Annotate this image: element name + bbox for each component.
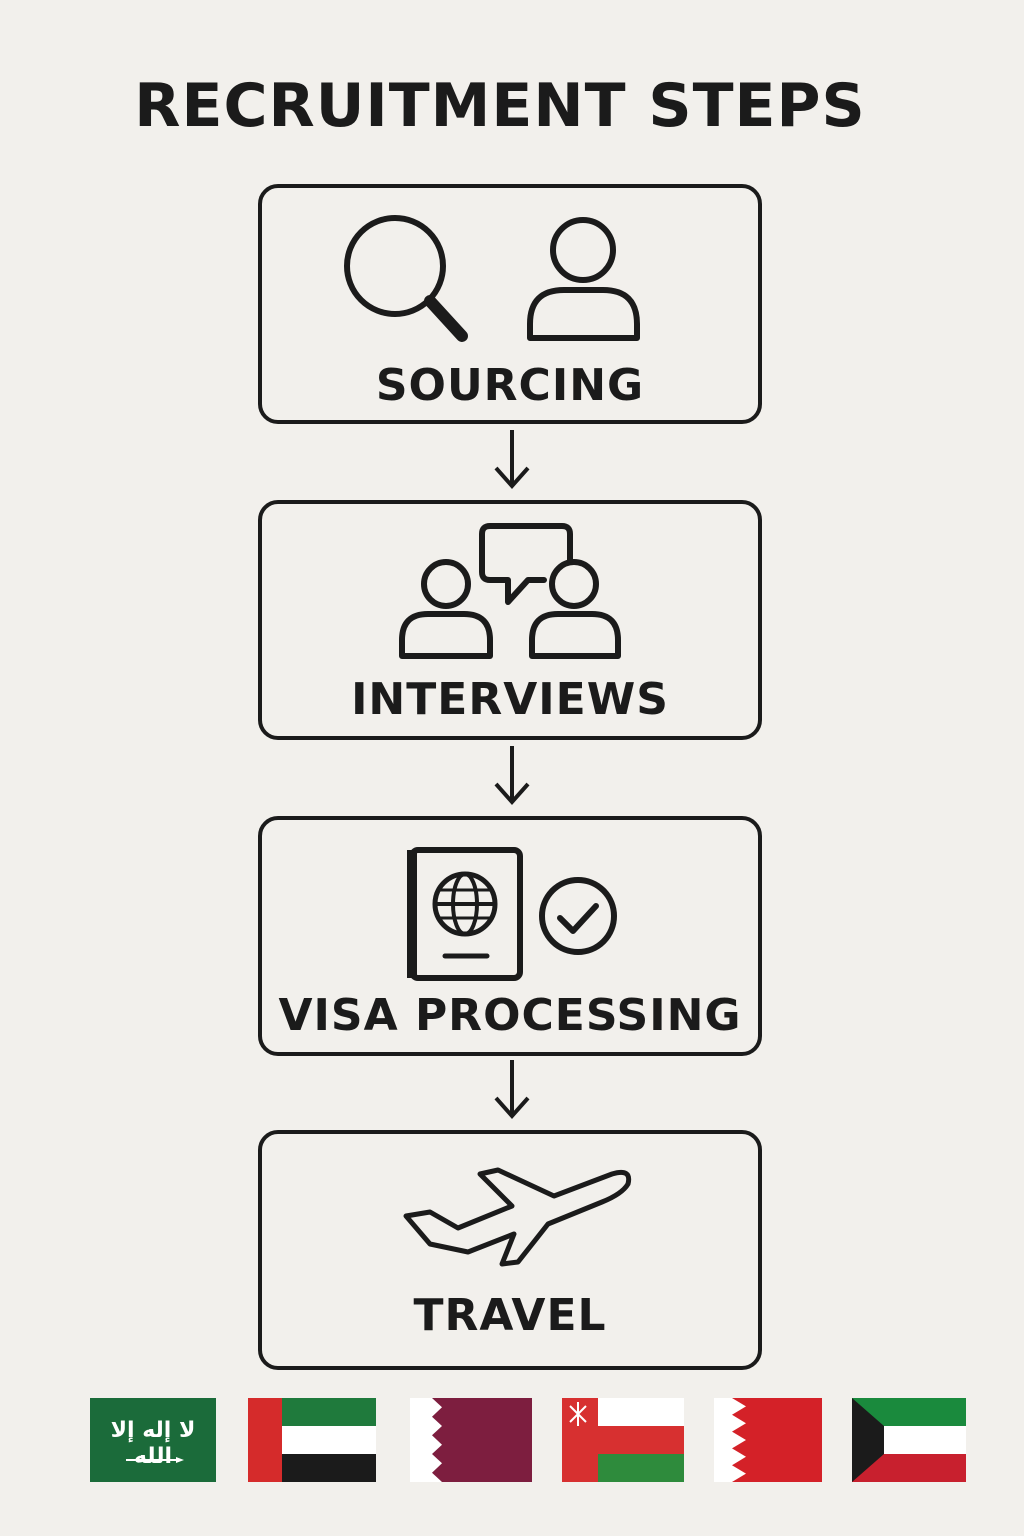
- passport-icon: [407, 847, 523, 981]
- user-icon: [527, 217, 640, 341]
- search-icon: [344, 215, 468, 342]
- check-circle-icon: [539, 877, 617, 955]
- step-label: SOURCING: [375, 360, 645, 411]
- two-people-icon: [399, 559, 621, 659]
- step-label: TRAVEL: [413, 1290, 607, 1341]
- flag-oman: [562, 1398, 684, 1482]
- step-sourcing: SOURCING: [258, 184, 762, 424]
- step-label: VISA PROCESSING: [278, 990, 742, 1041]
- flag-saudi-arabia: ﻻ إله إلا الله: [90, 1398, 216, 1482]
- arrow-down-icon: [494, 430, 530, 490]
- flag-kuwait: [852, 1398, 966, 1482]
- airplane-icon: [403, 1167, 632, 1267]
- arrow-down-icon: [494, 746, 530, 806]
- flag-uae: [248, 1398, 376, 1482]
- arrow-down-icon: [494, 1060, 530, 1120]
- flag-qatar: [410, 1398, 532, 1482]
- flag-bahrain: [714, 1398, 822, 1482]
- step-interviews: INTERVIEWS: [258, 500, 762, 740]
- chat-bubble-icon: [479, 523, 573, 605]
- flag-inscription: ﻻ إله إلا الله: [110, 1418, 196, 1469]
- sword-icon: [126, 1457, 184, 1463]
- step-visa-processing: VISA PROCESSING: [258, 816, 762, 1056]
- page-title: RECRUITMENT STEPS: [134, 71, 866, 141]
- step-label: INTERVIEWS: [351, 674, 669, 725]
- step-travel: TRAVEL: [258, 1130, 762, 1370]
